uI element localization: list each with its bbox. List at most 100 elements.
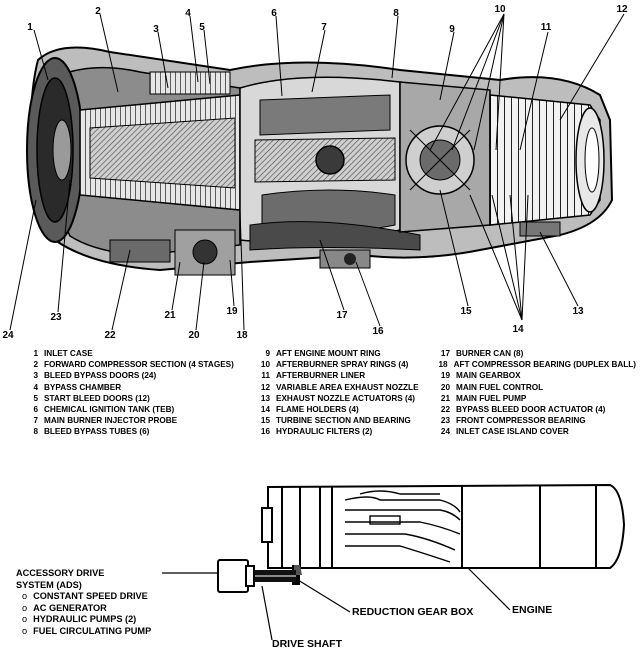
callout-number-5: 5: [199, 22, 205, 33]
callout-number-10: 10: [494, 4, 506, 15]
ads-title-line1: ACCESSORY DRIVE: [16, 568, 105, 578]
legend-item-text: AFTERBURNER SPRAY RINGS (4): [276, 360, 409, 370]
legend-item-text: AFT COMPRESSOR BEARING (DUPLEX BALL): [453, 360, 636, 370]
legend-item-23: 23 FRONT COMPRESSOR BEARING: [436, 415, 636, 426]
callout-number-20: 20: [188, 330, 200, 341]
legend-item-21: 21 MAIN FUEL PUMP: [436, 393, 636, 404]
legend-item-24: 24 INLET CASE ISLAND COVER: [436, 426, 636, 437]
legend-item-text: START BLEED DOORS (12): [44, 393, 150, 403]
legend-item-number: 16: [260, 427, 270, 437]
legend-item-number: 15: [260, 416, 270, 426]
ads-item: FUEL CIRCULATING PUMP: [16, 626, 151, 638]
callout-number-14: 14: [512, 324, 524, 335]
schematic-leaders: [162, 567, 511, 641]
legend-item-text: BYPASS CHAMBER: [44, 382, 122, 392]
legend-item-text: MAIN GEARBOX: [456, 371, 521, 381]
callout-number-23: 23: [50, 312, 62, 323]
callout-number-18: 18: [236, 330, 248, 341]
ads-item: CONSTANT SPEED DRIVE: [16, 591, 151, 603]
legend-item-number: 2: [33, 360, 38, 370]
callout-number-8: 8: [393, 8, 399, 19]
accessory-drive-unit: [217, 559, 255, 593]
legend-item-text: MAIN FUEL PUMP: [456, 393, 527, 403]
legend-item-6: 6 CHEMICAL IGNITION TANK (TEB): [24, 404, 244, 415]
legend-item-text: INLET CASE: [44, 349, 93, 358]
legend-item-number: 3: [33, 371, 38, 381]
legend-item-number: 14: [260, 405, 270, 415]
legend-item-number: 21: [440, 393, 450, 403]
callout-number-4: 4: [185, 8, 191, 19]
callout-number-3: 3: [153, 24, 159, 35]
callout-number-2: 2: [95, 6, 101, 17]
callout-number-15: 15: [460, 306, 472, 317]
reduction-gear-box-label: REDUCTION GEAR BOX: [352, 606, 474, 618]
legend-item-3: 3 BLEED BYPASS DOORS (24): [24, 370, 244, 381]
legend-item-number: 23: [440, 416, 450, 426]
legend-item-text: FLAME HOLDERS (4): [276, 405, 359, 415]
legend-item-text: AFT ENGINE MOUNT RING: [276, 349, 381, 358]
legend-item-number: 6: [33, 405, 38, 415]
legend-item-number: 22: [440, 405, 450, 415]
legend-item-number: 7: [33, 416, 38, 426]
engine-label: ENGINE: [512, 604, 553, 616]
legend-item-number: 19: [440, 371, 450, 381]
legend-item-text: TURBINE SECTION AND BEARING: [276, 416, 411, 426]
callout-leader-lines: [9, 13, 625, 331]
legend-item-8: 8 BLEED BYPASS TUBES (6): [24, 426, 244, 437]
legend-item-text: EXHAUST NOZZLE ACTUATORS (4): [276, 393, 416, 403]
legend-item-number: 12: [260, 382, 270, 392]
legend-item-5: 5 START BLEED DOORS (12): [24, 393, 244, 404]
callout-number-22: 22: [104, 330, 116, 341]
legend-item-12: 12 VARIABLE AREA EXHAUST NOZZLE: [256, 382, 436, 393]
legend-item-text: MAIN BURNER INJECTOR PROBE: [44, 416, 178, 426]
legend-item-number: 24: [440, 427, 450, 437]
legend-item-text: BLEED BYPASS TUBES (6): [44, 427, 150, 437]
legend-item-text: INLET CASE ISLAND COVER: [456, 427, 569, 437]
legend-item-number: 13: [260, 393, 270, 403]
callout-number-1: 1: [27, 22, 33, 33]
legend-item-text: FRONT COMPRESSOR BEARING: [456, 416, 586, 426]
callout-number-19: 19: [226, 306, 238, 317]
legend-item-number: 9: [265, 349, 270, 358]
legend-item-number: 5: [33, 393, 38, 403]
legend-item-16: 16 HYDRAULIC FILTERS (2): [256, 426, 436, 437]
callout-number-13: 13: [572, 306, 584, 317]
callout-number-21: 21: [164, 310, 176, 321]
drive-shaft: [252, 570, 296, 582]
callout-number-17: 17: [336, 310, 348, 321]
legend-item-text: HYDRAULIC FILTERS (2): [276, 427, 373, 437]
ads-item: AC GENERATOR: [16, 603, 151, 615]
callout-number-6: 6: [271, 8, 277, 19]
legend-item-13: 13 EXHAUST NOZZLE ACTUATORS (4): [256, 393, 436, 404]
callout-number-7: 7: [321, 22, 327, 33]
legend-item-number: 8: [33, 427, 38, 437]
engine-outline: [261, 483, 626, 569]
callout-number-12: 12: [616, 4, 628, 15]
legend-item-number: 1: [33, 349, 38, 358]
legend-item-7: 7 MAIN BURNER INJECTOR PROBE: [24, 415, 244, 426]
legend-item-text: BURNER CAN (8): [456, 349, 524, 358]
legend-item-14: 14 FLAME HOLDERS (4): [256, 404, 436, 415]
legend-item-text: VARIABLE AREA EXHAUST NOZZLE: [276, 382, 419, 392]
callout-number-9: 9: [449, 24, 455, 35]
legend-item-text: CHEMICAL IGNITION TANK (TEB): [44, 405, 175, 415]
ads-items-list: CONSTANT SPEED DRIVEAC GENERATORHYDRAULI…: [16, 591, 151, 637]
legend-item-text: AFTERBURNER LINER: [276, 371, 366, 381]
burner-section: [239, 76, 421, 251]
underside-accessories: [109, 221, 561, 276]
bypass-tubes: [344, 490, 461, 563]
legend-item-text: BLEED BYPASS DOORS (24): [44, 371, 157, 381]
inlet-case: [26, 57, 84, 243]
